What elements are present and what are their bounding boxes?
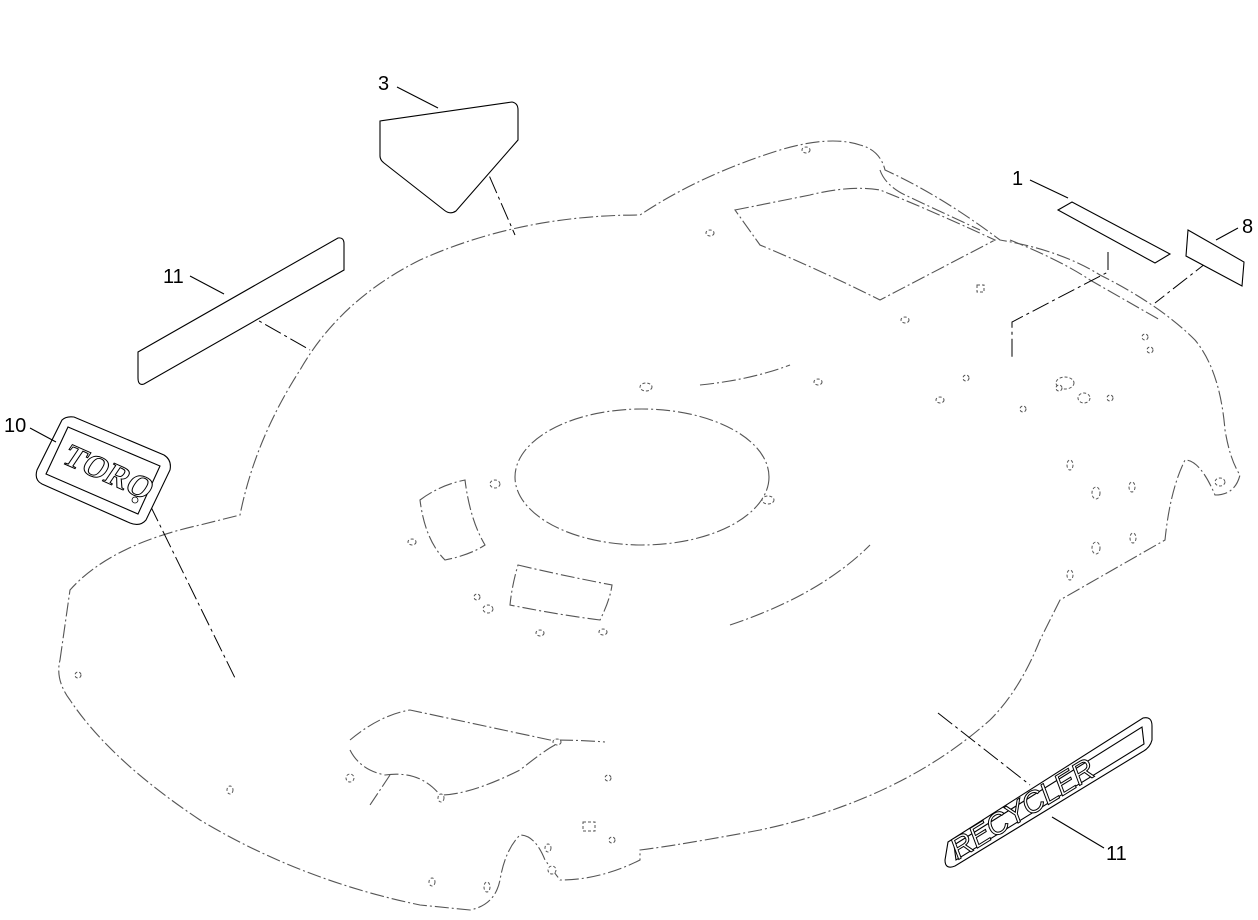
leader-8 — [1215, 227, 1239, 241]
toro-logo-inner — [45, 426, 161, 515]
decal-8 — [1185, 229, 1245, 287]
callout-labels: 3 11 10 1 8 11 — [4, 73, 1253, 865]
callout-3: 3 — [378, 73, 389, 95]
front-lip-lower — [349, 744, 556, 796]
leader-1 — [1029, 179, 1069, 199]
front-lip-drop — [369, 774, 391, 806]
leader-10 — [29, 427, 57, 443]
rear-hood-ridge — [879, 169, 981, 231]
rear-hood-opening — [734, 187, 997, 301]
recycler-logo-text: RECYCLER — [944, 752, 1101, 866]
deck-main-outline — [58, 140, 1241, 911]
leader-11-lower — [1051, 816, 1105, 849]
leader-3 — [396, 86, 439, 109]
decal-11-upper-shape — [137, 237, 345, 385]
blade-housing — [514, 408, 770, 546]
inner-arc-2 — [729, 544, 871, 626]
decal-1 — [1056, 201, 1172, 264]
decal-8-shape — [1185, 229, 1245, 287]
decal-3 — [379, 101, 519, 214]
toro-registered-mark — [131, 496, 139, 504]
centerline-11-lower — [937, 712, 1031, 786]
callout-1: 1 — [1012, 168, 1023, 190]
assembly-centerlines — [149, 149, 1211, 786]
callout-10: 10 — [4, 415, 26, 437]
recycler-logo-inner — [953, 726, 1145, 861]
centerline-10 — [149, 504, 236, 679]
centerline-1 — [1011, 252, 1109, 358]
centerline-8 — [1154, 259, 1211, 304]
decal-11-upper — [137, 237, 345, 385]
callout-8: 8 — [1242, 216, 1253, 238]
decal-10-toro-logo: TORO — [35, 416, 171, 526]
right-side-panel — [1009, 239, 1161, 321]
decal-3-shape — [379, 101, 519, 214]
front-opening — [509, 564, 613, 621]
callout-11-lower: 11 — [1106, 843, 1127, 865]
front-lip — [349, 709, 606, 743]
callout-11-upper: 11 — [163, 266, 184, 288]
decal-1-shape — [1056, 201, 1172, 264]
side-opening-left — [419, 479, 486, 561]
mower-deck-outline — [58, 140, 1241, 911]
inner-arc-1 — [699, 364, 791, 386]
leader-11-upper — [189, 275, 225, 295]
deck-holes — [74, 146, 1226, 893]
callout-leaders — [29, 86, 1239, 849]
